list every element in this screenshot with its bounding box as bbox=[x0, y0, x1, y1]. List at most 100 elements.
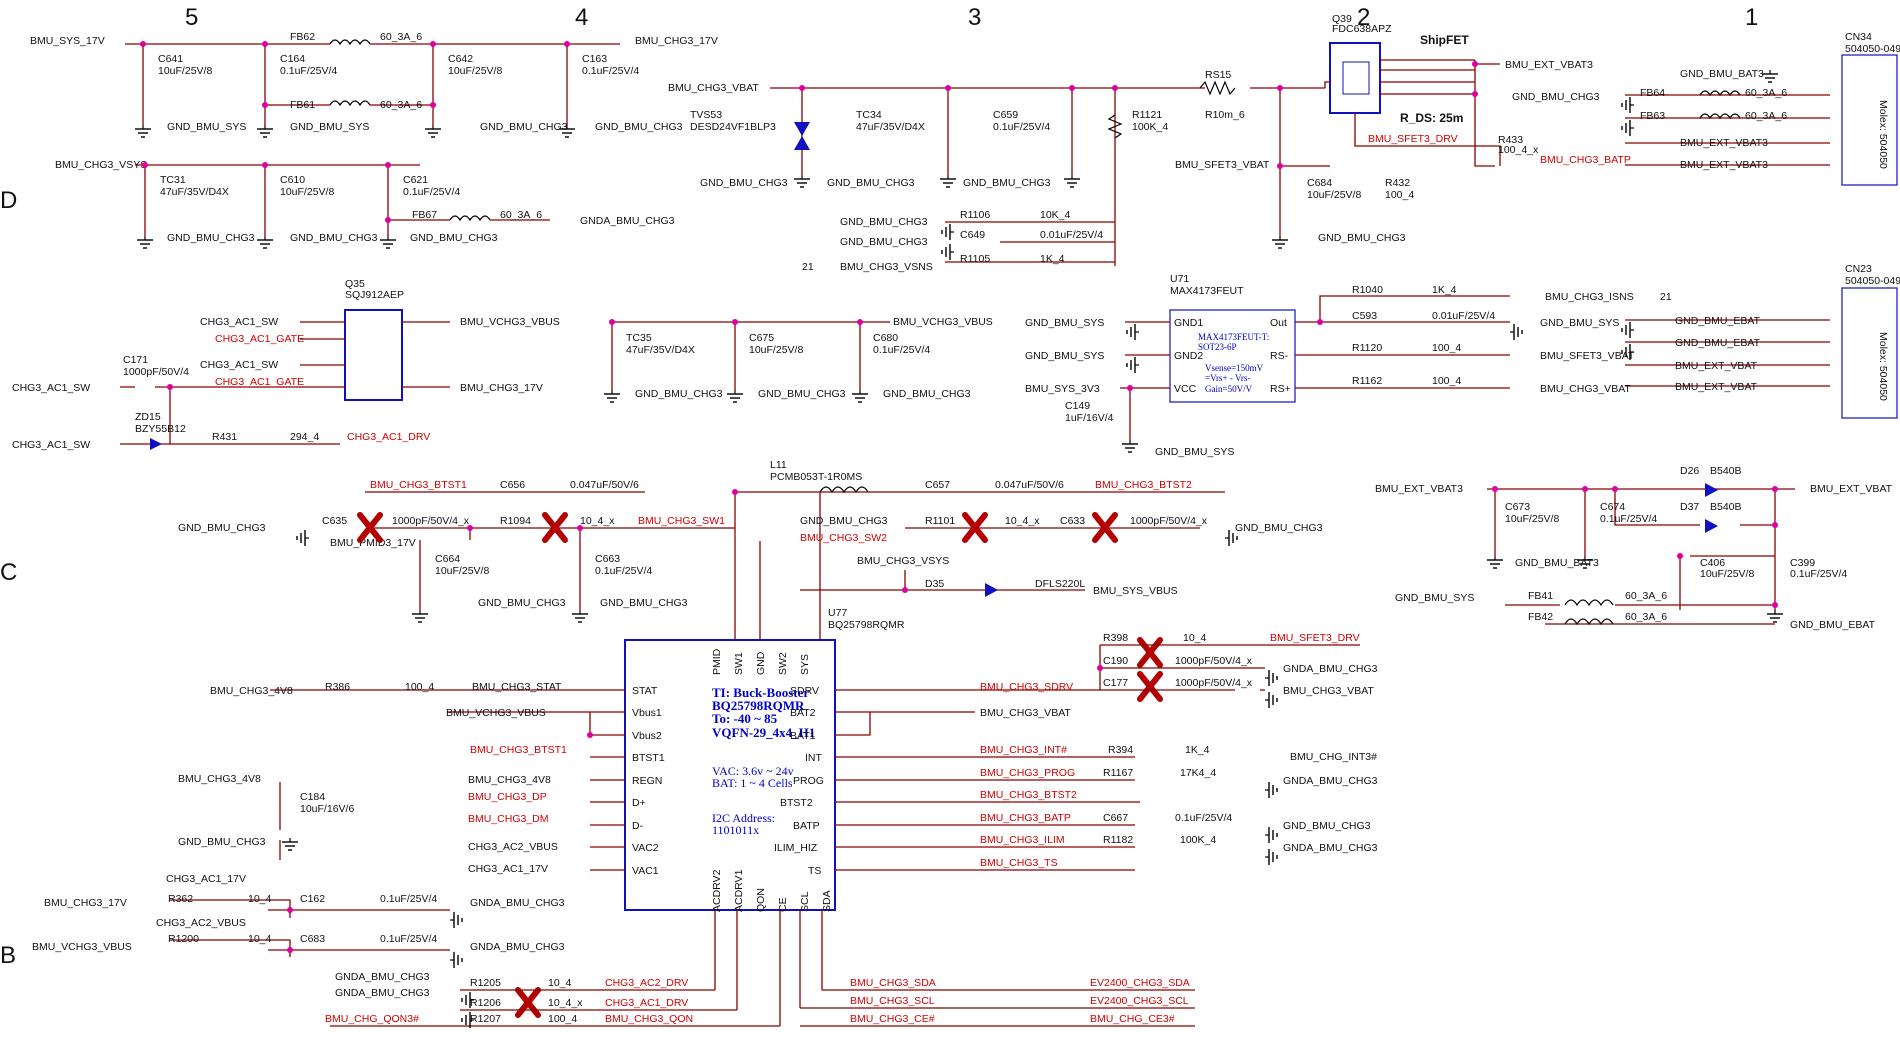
net-chg3-ac1-sw-d: CHG3_AC1_SW bbox=[12, 439, 90, 451]
net-gnd-c649: GND_BMU_CHG3 bbox=[840, 236, 928, 248]
net-ext-vbat-a: BMU_EXT_VBAT bbox=[1675, 360, 1758, 372]
c184-value: 10uF/16V/6 bbox=[300, 803, 354, 815]
net-gnd-d: GND_BMU_CHG3 bbox=[290, 232, 378, 244]
c177-ref: C177 bbox=[1103, 677, 1128, 689]
input-filter-17v: BMU_SYS_17V BMU_CHG3_17V FB62 60_3A_6 FB… bbox=[30, 31, 718, 249]
fb62-ref: FB62 bbox=[290, 31, 315, 43]
ext-battery-oring: BMU_EXT_VBAT3 BMU_EXT_VBAT D26 B540B D37… bbox=[1375, 465, 1893, 631]
net-bmu-chg3-isns: BMU_CHG3_ISNS bbox=[1545, 291, 1634, 303]
r394-value: 1K_4 bbox=[1185, 744, 1210, 756]
zd15-ref: ZD15 bbox=[135, 411, 161, 423]
vbat-input-section: BMU_CHG3_VBAT TVS53 DESD24VF1BLP3 GND_BM… bbox=[668, 69, 1330, 273]
net-gnd-sys-fb41: GND_BMU_SYS bbox=[1395, 592, 1474, 604]
c406-value: 10uF/25V/8 bbox=[1700, 568, 1754, 580]
r398-ref: R398 bbox=[1103, 632, 1128, 644]
cn23-value: 504050-0491 bbox=[1845, 275, 1900, 287]
u77-pin-sdrv: SDRV bbox=[790, 685, 819, 697]
d37-value: B540B bbox=[1710, 501, 1742, 513]
u77-pin-ce: CE bbox=[777, 897, 789, 912]
net-cn34-ext-vbat3-a: BMU_EXT_VBAT3 bbox=[1680, 137, 1768, 149]
c642-value: 10uF/25V/8 bbox=[448, 65, 502, 77]
rs15-value: R10m_6 bbox=[1205, 109, 1245, 121]
net-bmu-ext-vbat3: BMU_EXT_VBAT3 bbox=[1505, 59, 1593, 71]
u77-value: BQ25798RQMR bbox=[828, 619, 905, 631]
net-gnda-c162: GNDA_BMU_CHG3 bbox=[470, 897, 565, 909]
net-vsys-d35: BMU_CHG3_VSYS bbox=[857, 555, 949, 567]
net-ev2400-scl: EV2400_CHG3_SCL bbox=[1090, 995, 1189, 1007]
u77-pin-pmid: PMID bbox=[711, 648, 723, 675]
u77-bottom-pins: ACDRV2 ACDRV1 QON CE SCL SDA bbox=[711, 869, 833, 1026]
cn23-marking: Molex: 504050 bbox=[1877, 332, 1889, 401]
net-gnd-bmu-chg3-b: GND_BMU_CHG3 bbox=[595, 121, 683, 133]
d26-diode-icon bbox=[1705, 483, 1718, 497]
net-gnd-c667: GND_BMU_CHG3 bbox=[1283, 820, 1371, 832]
u77-pin-sw2: SW2 bbox=[777, 652, 789, 675]
r432-ref: R432 bbox=[1385, 177, 1410, 189]
u77-pin-stat: STAT bbox=[632, 685, 658, 697]
net-bmu-sys-3v3: BMU_SYS_3V3 bbox=[1025, 383, 1100, 395]
u71-note-2: SOT23-6P bbox=[1198, 342, 1237, 352]
u71-pin-rs-minus: RS- bbox=[1270, 350, 1289, 362]
net-gnd-bmu-sys-b: GND_BMU_SYS bbox=[290, 121, 369, 133]
tc31-ref: TC31 bbox=[160, 174, 186, 186]
u77-note-2: BQ25798RQMR bbox=[712, 698, 805, 713]
net-chg3-ac1-sw-a: CHG3_AC1_SW bbox=[200, 316, 278, 328]
net-btst1-pin: BMU_CHG3_BTST1 bbox=[470, 744, 567, 756]
fb64-value: 60_3A_6 bbox=[1745, 87, 1787, 99]
net-chg3-int: BMU_CHG3_INT# bbox=[980, 744, 1067, 756]
net-chg3-ac1-gate-a: CHG3_AC1_GATE bbox=[215, 333, 304, 345]
switch-node-section: L11 PCMB053T-1R0MS BMU_CHG3_BTST1 C656 0… bbox=[178, 459, 1323, 1018]
inductor-coils-fb bbox=[329, 39, 491, 222]
net-gnd-c675: GND_BMU_CHG3 bbox=[758, 388, 846, 400]
net-bmu-chg3-vsns: BMU_CHG3_VSNS bbox=[840, 261, 933, 273]
r1167-ref: R1167 bbox=[1103, 767, 1133, 779]
u71-pin-vcc: VCC bbox=[1174, 383, 1197, 395]
fb62-value: 60_3A_6 bbox=[380, 31, 422, 43]
c171-value: 1000pF/50V/4 bbox=[123, 366, 189, 378]
c680-ref: C680 bbox=[873, 332, 898, 344]
net-gnd-sys-u71b: GND_BMU_SYS bbox=[1025, 350, 1104, 362]
cn34-value: 504050-0491 bbox=[1845, 43, 1900, 55]
d35-diode-icon bbox=[985, 583, 998, 597]
u77-pin-sda: SDA bbox=[821, 890, 833, 912]
c656-value: 0.047uF/50V/6 bbox=[570, 479, 639, 491]
net-chg3-ac1-17v-r362: CHG3_AC1_17V bbox=[166, 873, 246, 885]
u77-pin-bat2: BAT2 bbox=[790, 707, 816, 719]
net-gnd-tc35: GND_BMU_CHG3 bbox=[635, 388, 723, 400]
net-chg3-scl: BMU_CHG3_SCL bbox=[850, 995, 935, 1007]
ac-switch-q35: Q35 SQJ912AEP CHG3_AC1_SW CHG3_AC1_GATE … bbox=[12, 278, 560, 451]
tc34-value: 47uF/35V/D4X bbox=[856, 121, 925, 133]
u77-pin-prog: PROG bbox=[793, 775, 824, 787]
net-vchg3-vbus-u77: BMU_VCHG3_VBUS bbox=[446, 707, 546, 719]
fb61-ref: FB61 bbox=[290, 99, 315, 111]
r1106-value: 10K_4 bbox=[1040, 209, 1071, 221]
c610-ref: C610 bbox=[280, 174, 305, 186]
net-ext-vbat3-oring: BMU_EXT_VBAT3 bbox=[1375, 483, 1463, 495]
r1094-value: 10_4_x bbox=[580, 515, 615, 527]
r1120-ref: R1120 bbox=[1352, 342, 1382, 354]
zone-row-b: B bbox=[0, 942, 16, 969]
tc31-value: 47uF/35V/D4X bbox=[160, 186, 229, 198]
net-chg3-ac2-vbus: CHG3_AC2_VBUS bbox=[468, 841, 558, 853]
fb41-value: 60_3A_6 bbox=[1625, 590, 1667, 602]
r386-value: 100_4 bbox=[405, 681, 434, 693]
net-chg3-4v8-c184: BMU_CHG3_4V8 bbox=[178, 773, 261, 785]
u77-pin-acdrv1: ACDRV1 bbox=[733, 869, 745, 912]
c675-value: 10uF/25V/8 bbox=[749, 344, 803, 356]
c684-ref: C684 bbox=[1307, 177, 1332, 189]
u77-pin-btst1: BTST1 bbox=[632, 752, 665, 764]
net-gnd-bmu-chg3-a: GND_BMU_CHG3 bbox=[480, 121, 568, 133]
net-chg3-ac1-sw-c: CHG3_AC1_SW bbox=[12, 382, 90, 394]
r432-value: 100_4 bbox=[1385, 189, 1414, 201]
net-chg3-17v-r362: BMU_CHG3_17V bbox=[44, 897, 127, 909]
u77-pin-bat1: BAT1 bbox=[790, 730, 816, 742]
net-chg3-vbat-c177: BMU_CHG3_VBAT bbox=[1283, 685, 1374, 697]
u77-pin-btst2: BTST2 bbox=[780, 797, 813, 809]
d26-value: B540B bbox=[1710, 465, 1742, 477]
u77-note-8: 1101011x bbox=[712, 823, 759, 837]
net-chg3-ac1-drv-q35: CHG3_AC1_DRV bbox=[347, 431, 430, 443]
net-chg-int3: BMU_CHG_INT3# bbox=[1290, 751, 1377, 763]
net-chg3-4v8-stat: BMU_CHG3_4V8 bbox=[210, 685, 293, 697]
r1207-ref: R1207 bbox=[470, 1013, 501, 1025]
r1200-ref: R1200 bbox=[168, 933, 199, 945]
